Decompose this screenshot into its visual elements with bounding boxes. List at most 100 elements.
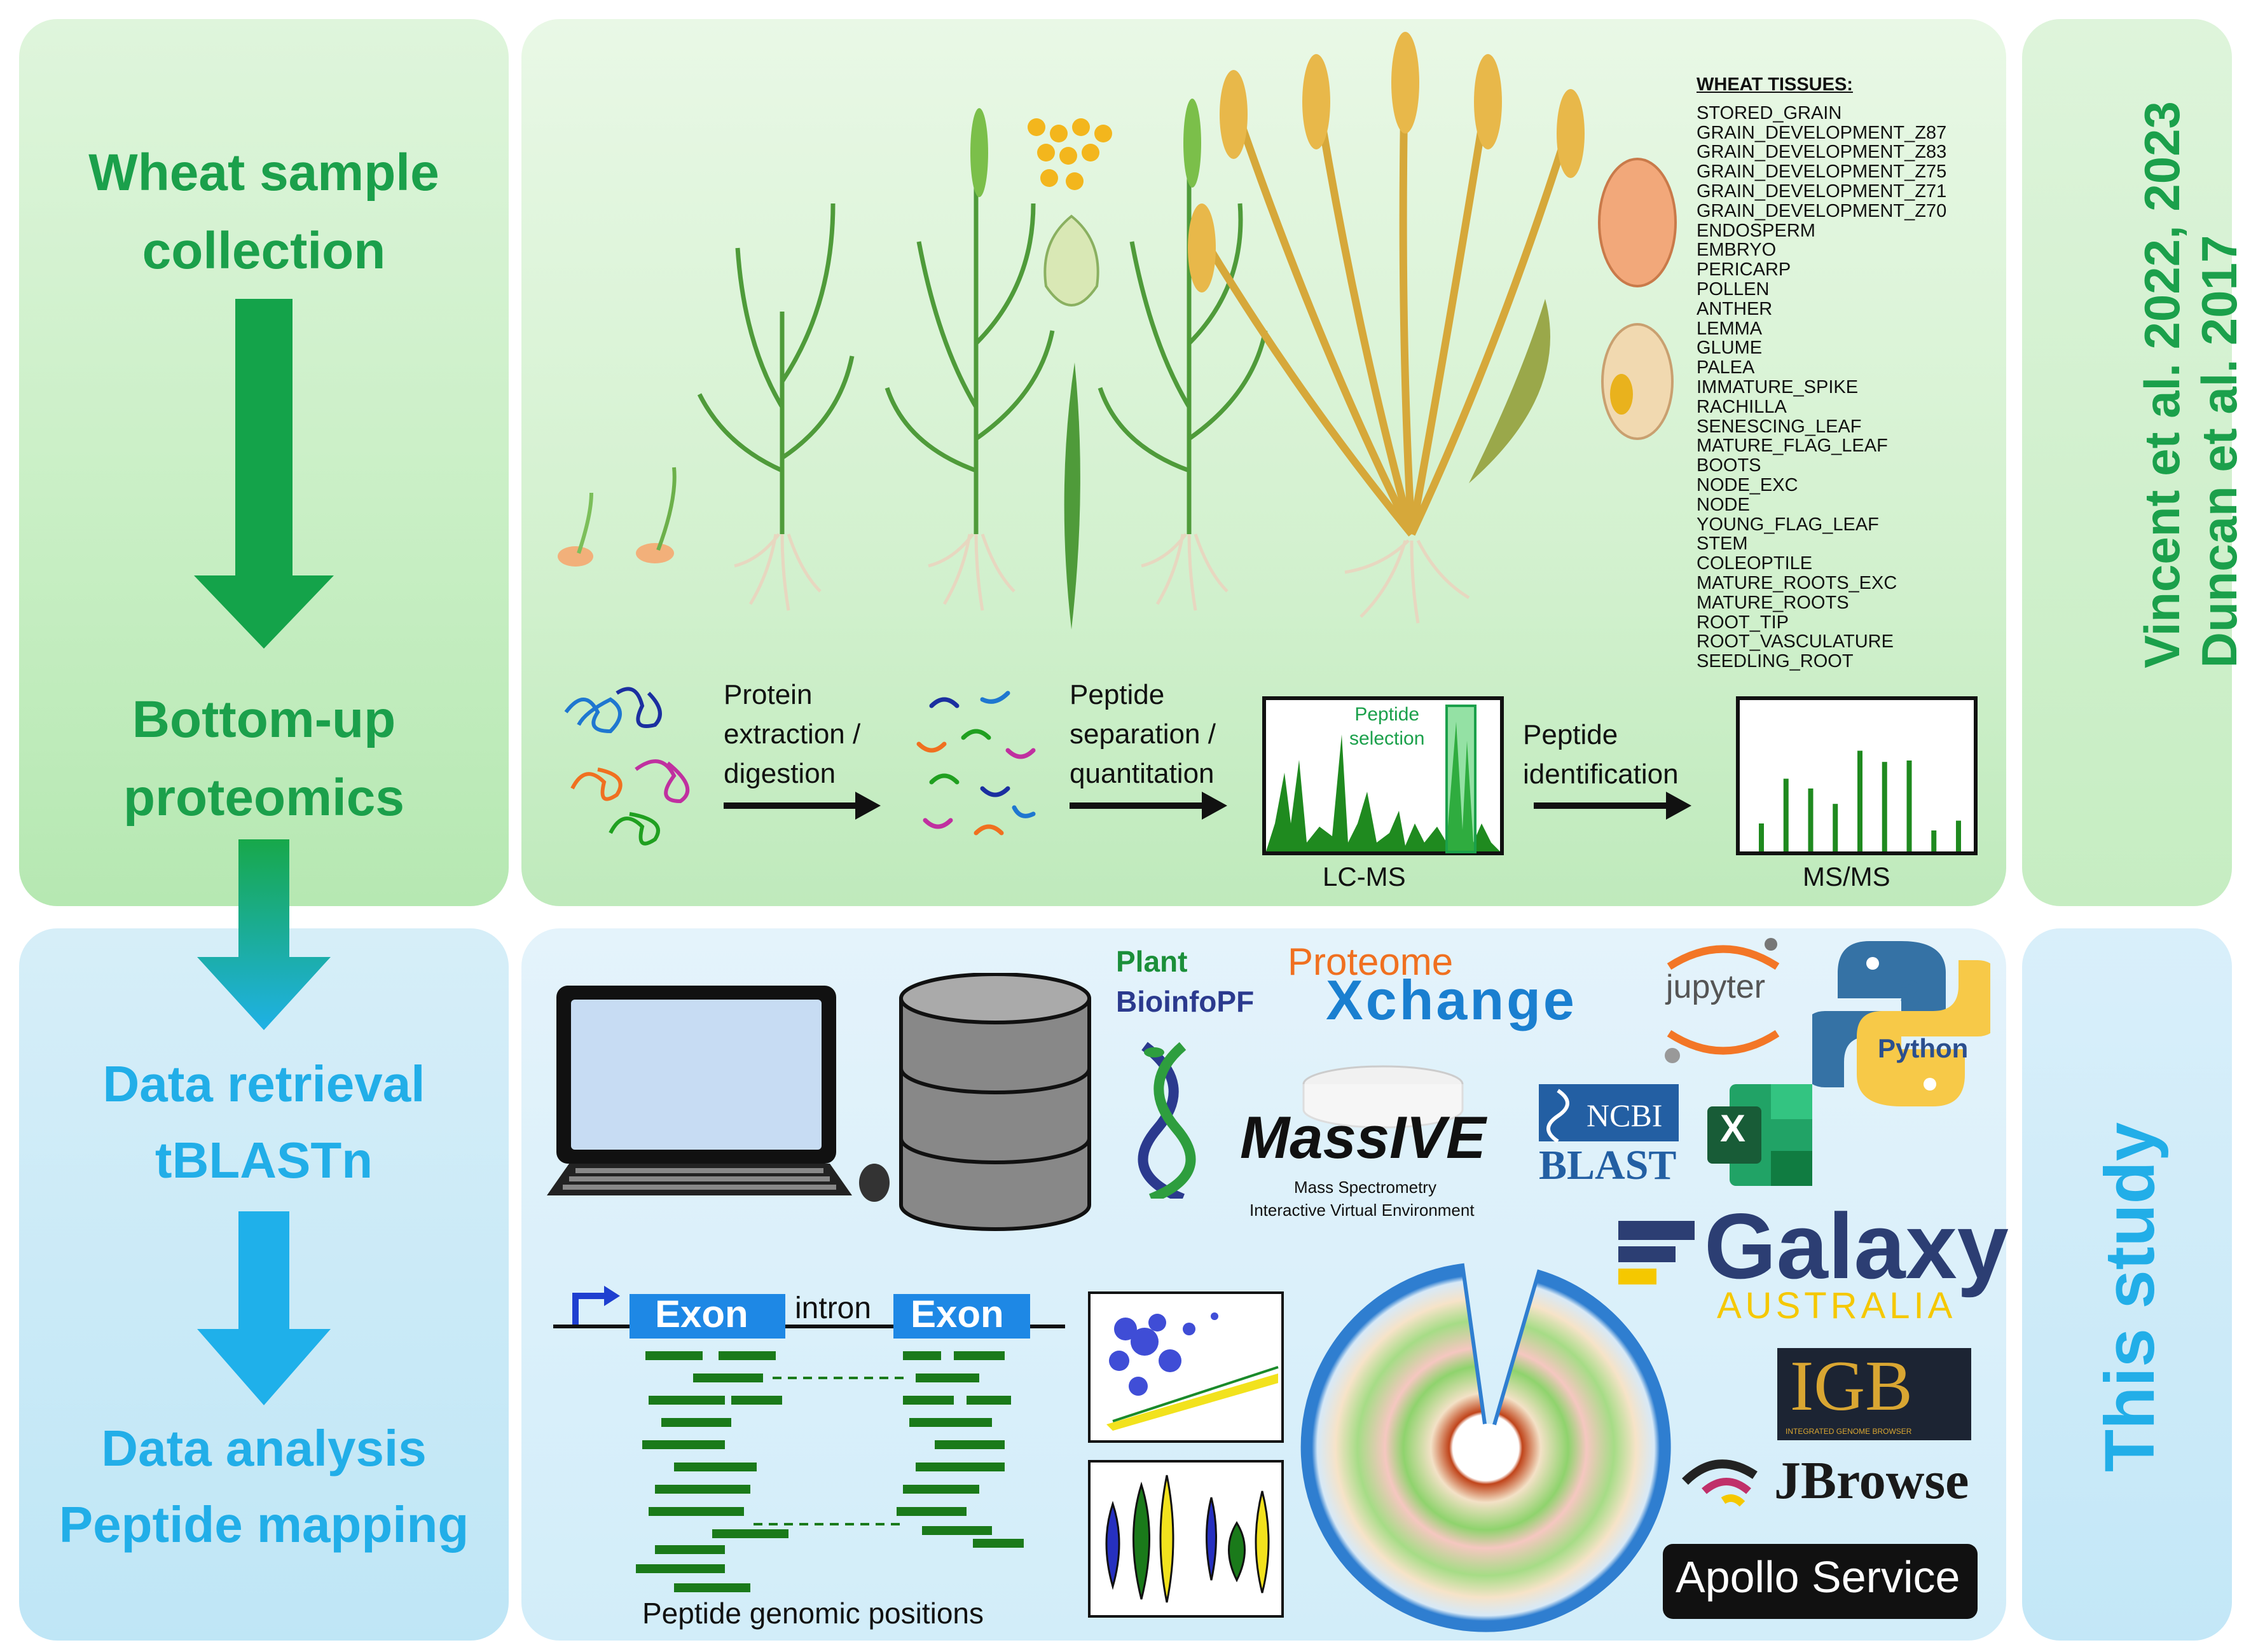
tissue-item: SENESCING_LEAF <box>1697 416 1862 437</box>
python-icon <box>1812 941 1990 1106</box>
tissue-item: GRAIN_DEVELOPMENT_Z70 <box>1697 200 1947 221</box>
tissue-item: NODE_EXC <box>1697 474 1798 495</box>
peptides-icon <box>916 691 1036 836</box>
step-wheat-sample-collection: Wheat sample collection <box>19 134 509 290</box>
step-line: Bottom-up <box>132 691 396 748</box>
galaxy-icon <box>1618 1221 1695 1284</box>
peptide-identification-label: Peptide identification <box>1523 715 1679 794</box>
panel-right-top <box>2022 19 2232 906</box>
label-line: quantitation <box>1070 758 1215 789</box>
plant-logo-text: Plant <box>1116 945 1188 978</box>
protein-extraction-label: Protein extraction / digestion <box>724 675 860 794</box>
jupyter-logo-text: jupyter <box>1666 968 1766 1005</box>
apollo-logo-text: Apollo Service <box>1676 1552 1960 1602</box>
tissue-item: MATURE_FLAG_LEAF <box>1697 436 1888 457</box>
spike-icon <box>1183 99 1201 188</box>
tissue-item: RACHILLA <box>1697 396 1787 417</box>
label-line: Peptide <box>1523 719 1618 750</box>
massive-subtitle-1: Mass Spectrometry <box>1294 1178 1436 1197</box>
panel-right-bottom <box>2022 928 2232 1641</box>
arrow-down-icon <box>194 299 334 649</box>
wheat-growth-illustration <box>558 32 1677 630</box>
spectrum-peak <box>1833 804 1838 851</box>
exon-box <box>893 1294 1030 1339</box>
label-line: extraction / <box>724 719 861 750</box>
ncbi-logo-icon <box>1539 1084 1679 1143</box>
arrow-down-icon <box>197 839 331 1030</box>
tissue-item: NODE <box>1697 494 1750 515</box>
bioinfopf-logo-text: BioinfoPF <box>1116 985 1255 1018</box>
label-line: Peptide <box>1354 704 1420 725</box>
galaxy-logo-text: Galaxy <box>1704 1194 2009 1298</box>
igb-subtitle: INTEGRATED GENOME BROWSER <box>1786 1427 1912 1436</box>
label-line: Protein <box>724 679 813 710</box>
lcms-label: LC-MS <box>1323 862 1406 891</box>
spectrum-peak <box>1882 762 1887 851</box>
tissue-item: IMMATURE_SPIKE <box>1697 376 1859 397</box>
tissue-item: ENDOSPERM <box>1697 220 1815 241</box>
arrow-down-icon <box>197 1211 331 1405</box>
peptide-separation-label: Peptide separation / quantitation <box>1070 675 1216 794</box>
promoter-arrow-icon <box>604 1286 620 1306</box>
spectrum-peak <box>1857 750 1862 851</box>
dna-helix-icon <box>1138 1042 1196 1199</box>
massive-subtitle-2: Interactive Virtual Environment <box>1249 1201 1475 1220</box>
exon-box <box>630 1294 785 1339</box>
roots-icon <box>734 533 1470 624</box>
jbrowse-icon <box>1682 1459 1758 1507</box>
tissue-item: EMBRYO <box>1697 240 1777 261</box>
step-line: Wheat sample <box>88 144 439 202</box>
spike-icon <box>970 108 988 197</box>
wheat-tissues-list: WHEAT TISSUES: STORED_GRAIN GRAIN_DEVELO… <box>1697 75 1946 671</box>
violin-plot-icon <box>1088 1460 1284 1618</box>
ncbi-logo-text: NCBI <box>1587 1098 1663 1133</box>
tissue-item: GRAIN_DEVELOPMENT_Z87 <box>1697 122 1947 143</box>
arrow-right-icon <box>1666 792 1691 820</box>
tissue-item: MATURE_ROOTS_EXC <box>1697 572 1897 593</box>
lcms-chromatogram <box>1262 696 1504 855</box>
tissue-item: SEEDLING_ROOT <box>1697 651 1854 672</box>
petri-dish-icon <box>1302 1065 1464 1129</box>
tissue-item: STORED_GRAIN <box>1697 102 1842 123</box>
python-logo-text: Python <box>1878 1033 1969 1063</box>
peptide-positions-caption: Peptide genomic positions <box>642 1597 984 1630</box>
tissue-item: POLLEN <box>1697 279 1770 299</box>
tissue-item: STEM <box>1697 533 1748 554</box>
tissue-item: GRAIN_DEVELOPMENT_Z71 <box>1697 181 1947 202</box>
intron-label: intron <box>795 1291 872 1325</box>
exon-label: Exon <box>911 1293 1004 1335</box>
exon-label: Exon <box>655 1293 748 1335</box>
step-line: proteomics <box>123 769 404 827</box>
seed-icon <box>636 543 674 563</box>
tissue-item: ROOT_VASCULATURE <box>1697 631 1894 652</box>
tissue-item: PALEA <box>1697 357 1755 378</box>
tissue-item: GLUME <box>1697 338 1763 359</box>
msms-label: MS/MS <box>1803 862 1890 891</box>
peptide-selection-label: Peptide selection <box>1349 703 1424 751</box>
python-version-text: 3 <box>1900 974 1921 1015</box>
spectrum-peak <box>1956 820 1961 851</box>
step-line: collection <box>142 222 386 280</box>
label-line: Peptide <box>1070 679 1165 710</box>
step-line: tBLASTn <box>155 1132 373 1188</box>
galaxy-australia-text: AUSTRALIA <box>1717 1285 1957 1326</box>
msms-spectrum <box>1736 696 1978 855</box>
spectrum-peak <box>1783 778 1789 851</box>
label-line: selection <box>1349 728 1425 749</box>
tissue-item: COLEOPTILE <box>1697 553 1813 574</box>
tissue-item: ROOT_TIP <box>1697 612 1789 633</box>
massive-logo-text: MassIVE <box>1240 1104 1486 1171</box>
spectrum-peak <box>1759 823 1764 851</box>
tissue-item: YOUNG_FLAG_LEAF <box>1697 514 1879 535</box>
database-icon <box>899 973 1091 1231</box>
excel-logo-text: X <box>1720 1107 1746 1150</box>
xchange-logo-text: Xchange <box>1326 968 1577 1031</box>
circos-plot-icon <box>1300 1263 1671 1632</box>
apollo-logo-box <box>1663 1544 1978 1619</box>
label-line: digestion <box>724 758 836 789</box>
step-line: Data retrieval <box>102 1056 425 1112</box>
step-data-analysis: Data analysis Peptide mapping <box>19 1410 509 1563</box>
